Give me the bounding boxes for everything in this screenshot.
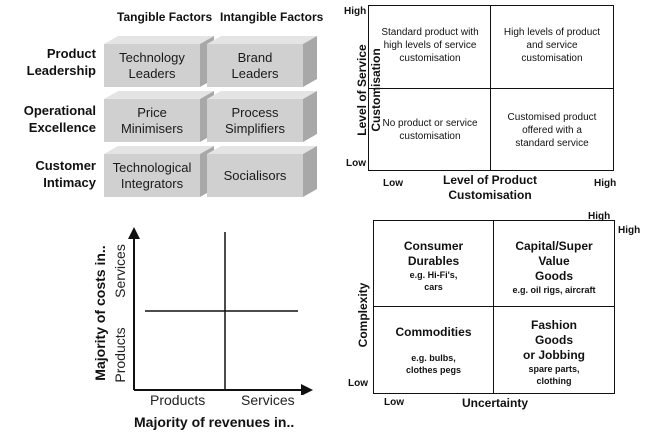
service-y-high: High (344, 6, 367, 17)
revenue-x-axis-label: Majority of revenues in.. (134, 414, 295, 430)
complexity-corner-high: High (618, 225, 641, 236)
complexity-divider-horizontal (374, 306, 614, 307)
complexity-quadrant-bottom-left: Commodities e.g. bulbs, clothes pegs (395, 325, 472, 375)
cost-y-tick-services: Services (112, 244, 128, 298)
service-quadrant-bottom-right: Customised product offered with a standa… (507, 112, 597, 149)
row-header-product-leadership: Product Leadership (26, 46, 96, 78)
row-header-operational-excellence: Operational Excellence (23, 103, 96, 135)
col-header-intangible: Intangible Factors (220, 10, 324, 24)
service-quadrant-top-right: High levels of product and service custo… (503, 27, 601, 64)
cost-y-tick-products: Products (112, 327, 128, 383)
complexity-y-low: Low (348, 378, 368, 389)
service-x-axis-label: Level of Product Customisation (442, 173, 537, 202)
complexity-x-low: Low (384, 397, 404, 408)
cost-revenue-axes (128, 227, 313, 395)
complexity-x-high: High (588, 211, 611, 222)
complexity-quadrant-top-left: Consumer Durables e.g. Hi-Fi's, cars (403, 239, 464, 292)
complexity-matrix-box: Consumer Durables e.g. Hi-Fi's, cars Cap… (373, 220, 615, 394)
row-header-customer-intimacy: Customer Intimacy (35, 158, 96, 190)
service-x-low: Low (383, 178, 403, 189)
cube-socialisors: Socialisors (207, 146, 317, 201)
service-matrix-box: Standard product with high levels of ser… (368, 5, 614, 171)
service-y-low: Low (346, 158, 366, 169)
service-quadrant-bottom-left: No product or service customisation (382, 118, 478, 142)
complexity-quadrant-top-right: Capital/Super Value Goods e.g. oil rigs,… (512, 239, 596, 295)
complexity-x-axis-label: Uncertainty (462, 396, 529, 410)
col-header-tangible: Tangible Factors (117, 10, 213, 24)
service-divider-horizontal (369, 88, 613, 89)
cost-y-axis-label: Majority of costs in.. (92, 245, 108, 381)
revenue-x-tick-services: Services (241, 392, 295, 408)
service-quadrant-top-left: Standard product with high levels of ser… (381, 27, 479, 64)
complexity-y-axis-label: Complexity (356, 282, 370, 348)
revenue-x-tick-products: Products (150, 392, 206, 408)
complexity-divider-vertical (493, 221, 494, 393)
service-x-high: High (594, 178, 617, 189)
complexity-quadrant-bottom-right: Fashion Goods or Jobbing spare parts, cl… (523, 318, 585, 386)
